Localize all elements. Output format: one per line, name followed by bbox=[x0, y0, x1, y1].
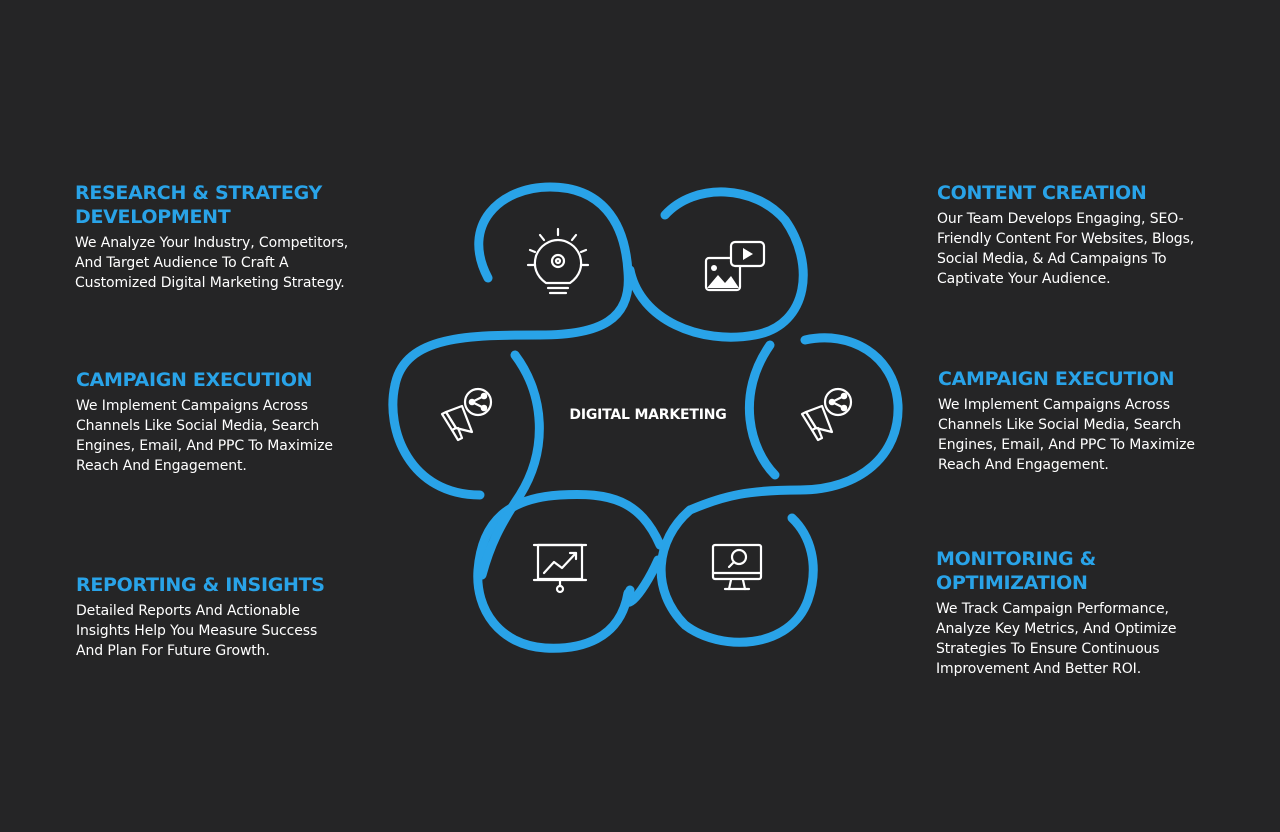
monitoring-optimization-description: We Track Campaign Performance, Analyze K… bbox=[936, 601, 1177, 677]
lightbulb-gear-icon bbox=[526, 227, 590, 295]
petal-left-inner bbox=[477, 350, 544, 580]
reporting-insights-title: REPORTING & INSIGHTS bbox=[76, 574, 325, 596]
center-label: DIGITAL MARKETING bbox=[569, 407, 727, 423]
research-strategy-title: RESEARCH & STRATEGY DEVELOPMENT bbox=[75, 182, 322, 228]
monitoring-optimization-block: MONITORING & OPTIMIZATION We Track Campa… bbox=[936, 547, 1236, 679]
petal-right-inner bbox=[745, 340, 780, 480]
monitor-search-icon bbox=[711, 543, 763, 591]
petal-bottom-right bbox=[656, 505, 818, 647]
petal-right bbox=[685, 333, 903, 515]
campaign-execution-right-block: CAMPAIGN EXECUTION We Implement Campaign… bbox=[938, 367, 1238, 475]
content-creation-block: CONTENT CREATION Our Team Develops Engag… bbox=[937, 181, 1237, 289]
petal-bottom-left bbox=[473, 489, 665, 653]
campaign-execution-left-block: CAMPAIGN EXECUTION We Implement Campaign… bbox=[76, 368, 376, 476]
research-strategy-block: RESEARCH & STRATEGY DEVELOPMENT We Analy… bbox=[75, 181, 375, 293]
campaign-execution-left-title: CAMPAIGN EXECUTION bbox=[76, 369, 313, 391]
image-video-icon bbox=[704, 240, 766, 292]
monitoring-optimization-title: MONITORING & OPTIMIZATION bbox=[936, 548, 1096, 594]
research-strategy-description: We Analyze Your Industry, Competitors, A… bbox=[75, 235, 349, 291]
presentation-chart-icon bbox=[532, 543, 588, 594]
megaphone-share-left-icon bbox=[440, 387, 493, 442]
campaign-execution-right-title: CAMPAIGN EXECUTION bbox=[938, 368, 1175, 390]
petal-left bbox=[388, 380, 485, 500]
content-creation-title: CONTENT CREATION bbox=[937, 182, 1147, 204]
petal-top-right bbox=[625, 187, 808, 342]
reporting-insights-block: REPORTING & INSIGHTS Detailed Reports An… bbox=[76, 573, 376, 661]
megaphone-share-right-icon bbox=[800, 387, 853, 442]
reporting-insights-description: Detailed Reports And Actionable Insights… bbox=[76, 603, 318, 659]
content-creation-description: Our Team Develops Engaging, SEO- Friendl… bbox=[937, 211, 1195, 287]
flower-diagram bbox=[388, 182, 903, 653]
campaign-execution-right-description: We Implement Campaigns Across Channels L… bbox=[938, 397, 1195, 473]
campaign-execution-left-description: We Implement Campaigns Across Channels L… bbox=[76, 398, 333, 474]
